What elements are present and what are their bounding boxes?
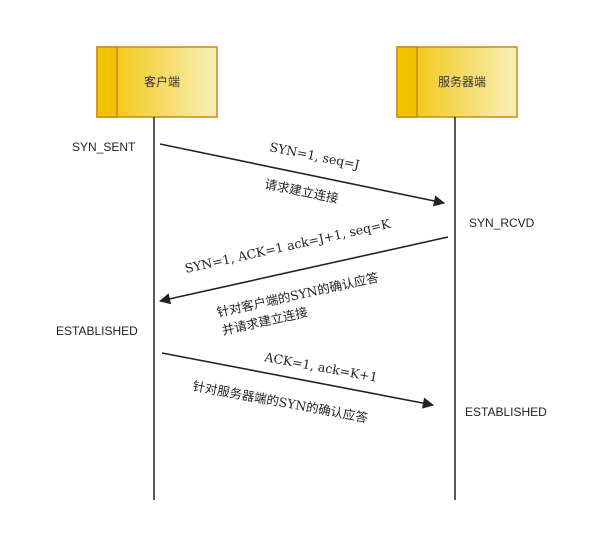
server-state-established: ESTABLISHED (465, 405, 547, 419)
message-3-params: ACK=1, ack=K+1 (262, 349, 378, 385)
message-2-arrow (158, 236, 449, 305)
client-box: 客户端 (96, 46, 218, 118)
client-label: 客户端 (144, 74, 180, 89)
message-1-desc: 请求建立连接 (263, 176, 340, 206)
message-3-arrow (161, 352, 435, 409)
client-state-established: ESTABLISHED (56, 324, 138, 338)
message-3-desc: 针对服务器端的SYN的确认应答 (191, 378, 369, 425)
server-box: 服务器端 (396, 46, 518, 118)
message-2-params: SYN=1, ACK=1 ack=J+1, seq=K (183, 216, 392, 276)
server-state-syn-rcvd: SYN_RCVD (469, 216, 535, 230)
message-1-arrow (159, 143, 446, 207)
client-state-syn-sent: SYN_SENT (72, 140, 136, 154)
server-label: 服务器端 (438, 74, 486, 89)
message-1-params: SYN=1, seq=J (268, 139, 361, 172)
